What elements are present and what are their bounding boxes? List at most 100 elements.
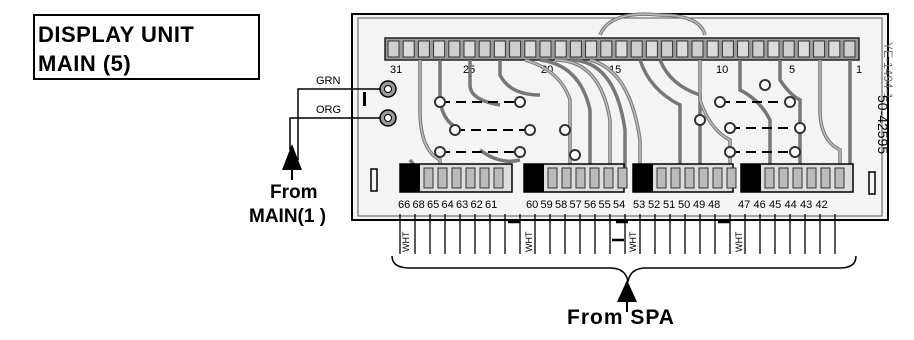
top-pin [813, 40, 826, 58]
top-pin [721, 40, 734, 58]
bottom-connector-pin [698, 167, 709, 189]
bottom-pin-number: 66 [398, 199, 410, 211]
bottom-pin-number: 48 [708, 199, 720, 211]
jumper-lines [440, 101, 800, 153]
bottom-pin-number: 54 [613, 199, 625, 211]
top-pin [539, 40, 552, 58]
bottom-pin-number: 56 [584, 199, 596, 211]
bottom-pin-number: 60 [526, 199, 538, 211]
top-pin [843, 40, 856, 58]
bottom-connector-pin [778, 167, 789, 189]
wht-label-1: WHT [401, 231, 411, 252]
title-line-2: MAIN (5) [38, 51, 132, 76]
bottom-connector-pin [493, 167, 504, 189]
wht-wires [399, 214, 836, 254]
bottom-pin-number: 61 [485, 199, 497, 211]
top-pin [752, 40, 765, 58]
bottom-connector-pin [764, 167, 775, 189]
main-input-wires [289, 88, 380, 160]
bottom-connector-pin [575, 167, 586, 189]
top-pin [554, 40, 567, 58]
from-main-label-line2: MAIN(1 ) [249, 206, 327, 227]
bottom-pin-number: 52 [648, 199, 660, 211]
grn-wire-label: GRN [316, 75, 341, 87]
bottom-pin-number: 68 [413, 199, 425, 211]
bottom-connector-pin [670, 167, 681, 189]
top-pin [797, 40, 810, 58]
bottom-connector-pin [820, 167, 831, 189]
bottom-pin-number: 44 [785, 199, 797, 211]
top-pin [706, 40, 719, 58]
bottom-connector-pin [603, 167, 614, 189]
part-number: 50-42595 [875, 95, 891, 154]
top-pin [828, 40, 841, 58]
top-pin [615, 40, 628, 58]
bottom-pin-number: 58 [555, 199, 567, 211]
top-pin [585, 40, 598, 58]
wht-label-4: WHT [734, 231, 744, 252]
bottom-pin-number: 64 [442, 199, 454, 211]
top-pin [691, 40, 704, 58]
bottom-pin-number: 51 [663, 199, 675, 211]
bottom-pin-number: 43 [800, 199, 812, 211]
top-pin [417, 40, 430, 58]
bottom-connector-pin [792, 167, 803, 189]
bottom-connector-pin [589, 167, 600, 189]
bottom-connectors [399, 163, 854, 193]
board-id-label: YE-1494-1 [881, 42, 895, 100]
top-pin [478, 40, 491, 58]
top-pin [630, 40, 643, 58]
bottom-connector-pin [479, 167, 490, 189]
bottom-pin-number: 47 [738, 199, 750, 211]
title-line-1: DISPLAY UNIT [38, 22, 195, 47]
top-pin [645, 40, 658, 58]
top-pin [661, 40, 674, 58]
top-pin [676, 40, 689, 58]
top-pin [402, 40, 415, 58]
top-pin [524, 40, 537, 58]
bottom-connector-pin [561, 167, 572, 189]
from-main-label-line1: From [270, 182, 318, 203]
bottom-pin-number: 53 [633, 199, 645, 211]
bottom-pin-number: 55 [599, 199, 611, 211]
bottom-pin-number: 62 [471, 199, 483, 211]
bottom-connector-pin [806, 167, 817, 189]
bottom-pin-number: 63 [456, 199, 468, 211]
bottom-connector-pin [423, 167, 434, 189]
top-pin-number: 5 [789, 64, 795, 76]
bottom-connector-pin [547, 167, 558, 189]
bottom-connector-pin [684, 167, 695, 189]
top-pin [493, 40, 506, 58]
top-pin [600, 40, 613, 58]
top-pin [387, 40, 400, 58]
title-box: DISPLAY UNIT MAIN (5) [33, 14, 260, 80]
top-connector-pins [387, 40, 856, 58]
bottom-connector-pin [726, 167, 737, 189]
bottom-connector-pin [465, 167, 476, 189]
bottom-connector-pin [712, 167, 723, 189]
top-pin-number: 10 [716, 64, 728, 76]
solder-pads [434, 79, 806, 161]
top-pin-number: 31 [390, 64, 402, 76]
connector-marker [524, 164, 544, 192]
bottom-pin-number: 65 [427, 199, 439, 211]
wht-label-2: WHT [524, 231, 534, 252]
top-pin-number: 1 [856, 64, 862, 76]
top-pin [782, 40, 795, 58]
top-pin [737, 40, 750, 58]
top-pin [433, 40, 446, 58]
from-spa-label: From SPA [567, 306, 675, 329]
bottom-pin-number: 45 [769, 199, 781, 211]
org-wire-label: ORG [316, 104, 341, 116]
bottom-pin-number: 59 [541, 199, 553, 211]
connector-marker [633, 164, 653, 192]
top-pin [509, 40, 522, 58]
bottom-pin-number: 42 [816, 199, 828, 211]
top-pin [448, 40, 461, 58]
from-spa-arrow [617, 280, 637, 302]
top-pin [569, 40, 582, 58]
bottom-pin-number: 46 [754, 199, 766, 211]
wire-bundle-brace [391, 255, 857, 283]
top-pin [463, 40, 476, 58]
